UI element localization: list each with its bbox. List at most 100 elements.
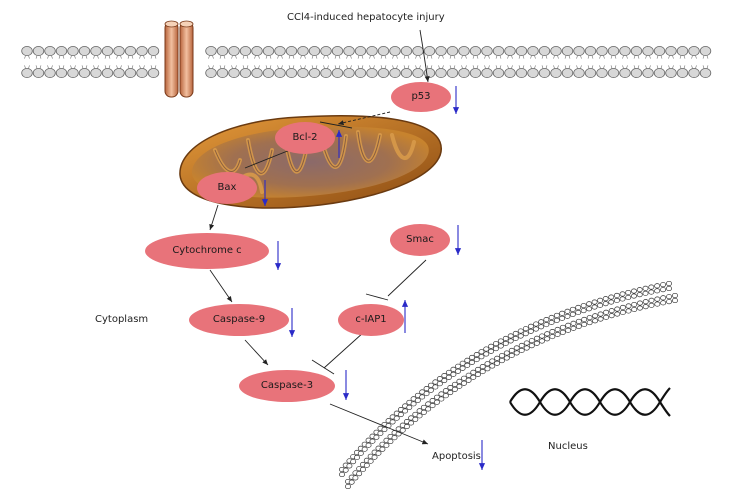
lipid-tail bbox=[472, 55, 479, 59]
lipid-head bbox=[67, 46, 79, 57]
nuclear-envelope-bead bbox=[642, 299, 649, 305]
nuclear-envelope-bead bbox=[389, 419, 396, 425]
nodes bbox=[145, 82, 451, 402]
lipid-tail bbox=[610, 65, 617, 69]
nuclear-envelope-bead bbox=[586, 315, 593, 321]
nuclear-envelope-bead bbox=[575, 318, 582, 324]
node-label-cytochrome-c: Cytochrome c bbox=[172, 245, 242, 256]
lipid-head bbox=[561, 68, 574, 79]
nuclear-envelope-bead bbox=[666, 285, 672, 292]
lipid-head bbox=[412, 68, 424, 79]
lipid-tail bbox=[403, 55, 410, 59]
lipid-tail bbox=[242, 65, 249, 69]
nuclear-envelope-bead bbox=[502, 335, 509, 341]
lipid-tail bbox=[254, 65, 260, 69]
nuclear-envelope-bead bbox=[580, 308, 587, 314]
lipid-tail bbox=[93, 65, 99, 69]
nuclear-envelope-bead bbox=[660, 295, 667, 301]
nuclear-envelope-bead bbox=[406, 404, 413, 410]
nuclear-envelope-bead bbox=[543, 317, 550, 323]
lipid-tail bbox=[346, 55, 352, 59]
lipid-tail bbox=[81, 65, 88, 69]
lipid-head bbox=[492, 68, 505, 79]
nuclear-envelope-bead bbox=[553, 312, 560, 318]
lipid-tail bbox=[357, 65, 364, 69]
nuclear-envelope-bead bbox=[654, 301, 661, 307]
lipid-tail bbox=[150, 55, 157, 59]
lipid-tail bbox=[208, 65, 214, 69]
nuclear-envelope-bead bbox=[564, 313, 571, 319]
nuclear-envelope-bead bbox=[559, 324, 566, 330]
nuclear-envelope-bead bbox=[425, 406, 432, 412]
nuclear-envelope-bead bbox=[581, 321, 588, 328]
node-caspase9 bbox=[189, 304, 289, 336]
lipid-tail bbox=[311, 55, 318, 59]
nuclear-envelope-bead bbox=[489, 363, 496, 369]
lipid-tail bbox=[461, 65, 467, 69]
nuclear-envelope-bead bbox=[637, 305, 643, 311]
nuclear-envelope-bead bbox=[445, 374, 452, 380]
lipid-head bbox=[366, 46, 378, 57]
lipid-head bbox=[78, 68, 91, 79]
nuclear-envelope-bead bbox=[356, 471, 363, 477]
nuclear-envelope-bead bbox=[488, 348, 495, 354]
nuclear-envelope-bead bbox=[442, 393, 449, 399]
lipid-tail bbox=[369, 65, 375, 69]
nuclear-envelope-bead bbox=[660, 300, 667, 306]
nuclear-envelope-bead bbox=[631, 293, 637, 299]
lipid-head bbox=[90, 46, 102, 57]
nuclear-envelope-bead bbox=[654, 283, 661, 289]
lipid-head bbox=[527, 46, 539, 57]
nuclear-envelope-bead bbox=[625, 308, 632, 314]
nuclear-envelope-bead bbox=[403, 424, 410, 430]
nuclear-envelope-bead bbox=[565, 327, 572, 333]
lipid-head bbox=[297, 68, 309, 79]
lipid-head bbox=[308, 46, 321, 57]
lipid-tail bbox=[35, 65, 42, 69]
nuclear-envelope-bead bbox=[432, 384, 439, 390]
nuclear-envelope-bead bbox=[518, 347, 525, 353]
nuclear-envelope-bead bbox=[544, 331, 551, 337]
edge-bax-to-cytc bbox=[209, 204, 219, 231]
edge-ciap1-to-casp3 bbox=[323, 331, 365, 369]
edge-ciap1-casp3-bar bbox=[311, 359, 335, 375]
lipid-tail bbox=[587, 65, 594, 69]
lipid-tail bbox=[242, 55, 249, 59]
nuclear-envelope-bead bbox=[381, 426, 388, 433]
lipid-head bbox=[504, 46, 516, 57]
nuclear-envelope-bead bbox=[412, 416, 419, 422]
lipid-head bbox=[412, 46, 424, 57]
lipid-head bbox=[458, 46, 470, 57]
nuclear-envelope-bead bbox=[459, 360, 466, 366]
nuclear-envelope-bead bbox=[497, 338, 504, 344]
lipid-head bbox=[446, 68, 459, 79]
lipid-tail bbox=[58, 55, 65, 59]
nuclear-envelope-bead bbox=[603, 309, 610, 315]
nuclear-envelope-bead bbox=[522, 331, 529, 337]
lipid-tail bbox=[449, 65, 456, 69]
nuclear-envelope-bead bbox=[592, 318, 599, 324]
nuclear-envelope-bead bbox=[513, 345, 520, 351]
lipid-head bbox=[561, 46, 574, 57]
lipid-head bbox=[446, 46, 459, 57]
lipid-tail bbox=[265, 55, 272, 59]
edge-p53-to-bcl2 bbox=[337, 111, 391, 126]
lipid-tail bbox=[541, 55, 548, 59]
nuclear-envelope-bead bbox=[488, 343, 495, 349]
lipid-head bbox=[504, 68, 516, 79]
nuclear-envelope-bead bbox=[533, 335, 540, 341]
lipid-tail bbox=[81, 55, 88, 59]
lipid-tail bbox=[668, 65, 674, 69]
edge-cytc-to-casp9 bbox=[209, 269, 233, 303]
lipid-head bbox=[147, 68, 160, 79]
nuclear-envelope-bead bbox=[538, 319, 545, 325]
lipid-tail bbox=[254, 55, 260, 59]
lipid-tail bbox=[668, 55, 674, 59]
lipid-head bbox=[630, 46, 643, 57]
nuclear-envelope-bead bbox=[522, 326, 529, 332]
nuclear-envelope-bead bbox=[619, 291, 626, 297]
lipid-head bbox=[527, 68, 539, 79]
nuclear-envelope-bead bbox=[508, 347, 515, 353]
nuclear-envelope-bead bbox=[502, 340, 509, 346]
lipid-head bbox=[124, 46, 137, 57]
